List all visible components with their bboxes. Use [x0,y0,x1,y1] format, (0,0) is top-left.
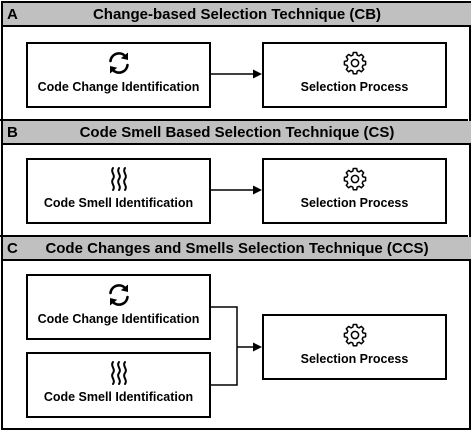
divider-b-c [0,235,468,237]
section-b-code-smell-label: Code Smell Identification [43,196,194,210]
section-a-header: A Change-based Selection Technique (CB) [3,3,471,27]
section-b-letter: B [7,124,18,141]
section-b: B Code Smell Based Selection Technique (… [3,121,471,237]
section-c-code-change-label: Code Change Identification [37,312,200,326]
section-a-selection-box: Selection Process [262,42,447,108]
section-a-arrow [211,69,262,79]
section-b-code-smell-box: Code Smell Identification [26,158,211,224]
section-b-selection-box: Selection Process [262,158,447,224]
section-a-code-change-box: Code Change Identification [26,42,211,108]
section-c-code-smell-label: Code Smell Identification [43,390,194,404]
gear-icon [343,167,366,191]
section-c-merge-connector [211,306,262,386]
smell-waves-icon [110,361,127,385]
section-c-title: Code Changes and Smells Selection Techni… [45,240,429,257]
section-c-selection-label: Selection Process [300,352,409,366]
section-c-code-change-box: Code Change Identification [26,274,211,340]
section-b-header: B Code Smell Based Selection Technique (… [3,121,471,145]
section-b-selection-label: Selection Process [300,196,409,210]
section-a-letter: A [7,6,18,23]
divider-a-b [0,119,468,121]
section-c-selection-box: Selection Process [262,314,447,380]
section-a-code-change-label: Code Change Identification [37,80,200,94]
section-a: A Change-based Selection Technique (CB) … [3,3,471,121]
refresh-arrows-icon [108,52,129,74]
gear-icon [343,323,366,347]
section-b-arrow [211,185,262,195]
section-c-header: C Code Changes and Smells Selection Tech… [3,237,471,261]
refresh-arrows-icon [108,284,129,306]
section-a-selection-label: Selection Process [300,80,409,94]
smell-waves-icon [110,167,127,191]
section-c-letter: C [7,240,18,257]
section-b-title: Code Smell Based Selection Technique (CS… [79,124,395,141]
section-c: C Code Changes and Smells Selection Tech… [3,237,471,429]
gear-icon [343,51,366,75]
section-a-title: Change-based Selection Technique (CB) [92,6,382,23]
section-c-code-smell-box: Code Smell Identification [26,352,211,418]
